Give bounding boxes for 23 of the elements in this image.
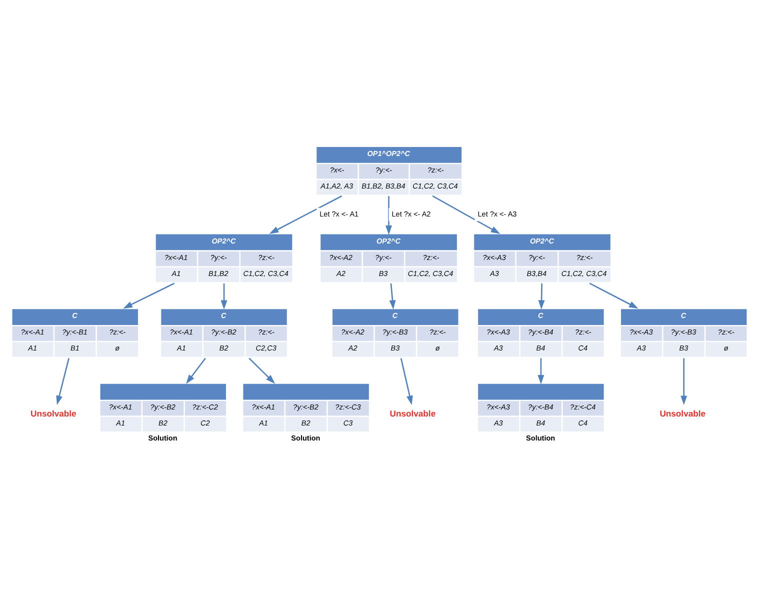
- arrow: [248, 358, 275, 384]
- arrow: [680, 358, 688, 406]
- edge-label: Let ?x <- A3: [478, 209, 517, 218]
- node-label: Solution: [148, 434, 178, 443]
- arrow: [589, 282, 638, 309]
- arrow: [400, 358, 413, 405]
- node-text: Unsolvable: [390, 408, 436, 419]
- arrow: [220, 283, 228, 310]
- arrow: [56, 358, 70, 405]
- arrow: [538, 358, 544, 384]
- node-label: Solution: [291, 434, 320, 443]
- arrow: [123, 282, 175, 309]
- node-label: Solution: [526, 434, 556, 443]
- arrow: [186, 358, 206, 384]
- edge-label: Let ?x <- A1: [320, 209, 359, 218]
- arrow: [538, 283, 545, 310]
- arrow: [386, 196, 392, 235]
- node-text: Unsolvable: [30, 408, 76, 419]
- arrow: [269, 195, 342, 234]
- edge-label: Let ?x <- A2: [392, 209, 431, 218]
- arrow: [432, 195, 500, 234]
- arrow: [389, 283, 396, 310]
- node-text: Unsolvable: [660, 408, 706, 419]
